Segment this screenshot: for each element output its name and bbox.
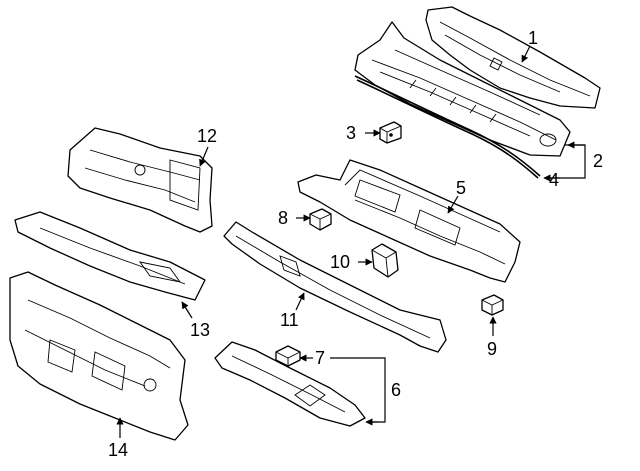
leader-6 [330,357,386,423]
leader-5 [447,195,459,214]
callout-4: 4 [549,170,559,190]
callout-8: 8 [278,208,288,228]
leader-13 [181,301,193,319]
part-10-bracket [371,243,399,278]
part-3-clip [379,121,402,144]
part-14-dash-panel [9,271,189,441]
callout-3: 3 [346,123,356,143]
callout-10: 10 [330,252,350,272]
callout-6: 6 [391,380,401,400]
leader-11 [295,292,305,311]
callout-14: 14 [108,440,128,460]
callout-1: 1 [528,28,538,48]
part-6-cowl-assembly [214,341,366,427]
callout-11: 11 [280,310,299,330]
callout-7: 7 [315,348,325,368]
callout-13: 13 [190,320,210,340]
part-5-cowl-panel [297,159,521,283]
part-2-cowl-panel-assembly [354,21,571,157]
leader-1 [521,45,531,63]
part-8-bracket [309,208,332,231]
leader-lines [116,45,586,438]
callout-9: 9 [487,339,497,359]
part-4-seal [354,75,541,179]
part-11-reinforcement [223,221,447,353]
leader-12 [199,146,209,167]
callout-labels: 1 2 3 4 5 6 7 8 9 10 11 12 13 14 [108,28,603,460]
part-9-bracket [481,294,504,316]
callout-5: 5 [456,178,466,198]
part-1-cowl-top-panel [425,6,601,109]
callout-2: 2 [593,151,603,171]
part-12-dash-panel [67,127,213,233]
callout-12: 12 [197,126,217,146]
part-13-insulator [14,211,206,301]
